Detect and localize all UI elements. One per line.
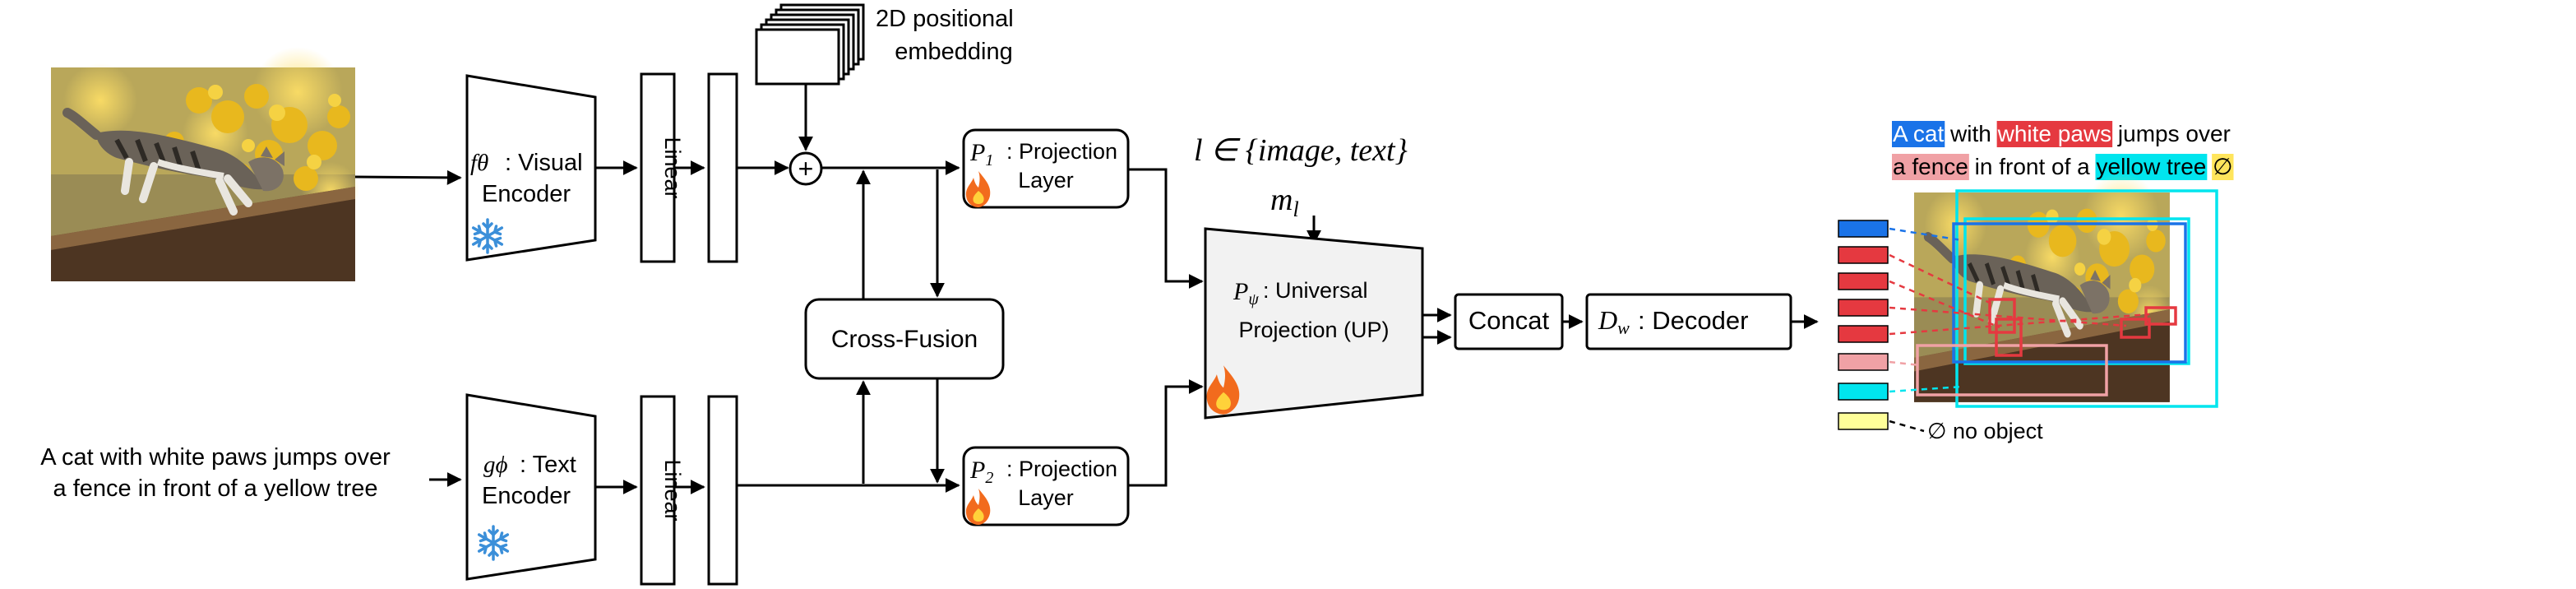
projection-layer-1: P1 : Projection Layer bbox=[962, 128, 1130, 209]
concat-label: Concat bbox=[1468, 306, 1550, 335]
positional-embedding-label1: 2D positional bbox=[876, 6, 1014, 32]
decoder-label: : Decoder bbox=[1638, 306, 1748, 335]
input-text-line1: A cat with white paws jumps over bbox=[40, 444, 391, 471]
slot-leader-line bbox=[1889, 227, 1963, 242]
slot-leader-line bbox=[1889, 385, 1963, 393]
visual-encoder: fθ : Visual Encoder bbox=[465, 74, 597, 262]
positional-embedding-label2: embedding bbox=[895, 39, 1013, 65]
caption-line-1: A cat with white paws jumps over bbox=[1892, 121, 2231, 147]
add-operator: + bbox=[789, 151, 823, 186]
caption-segment bbox=[2206, 154, 2213, 179]
projection-layer-2: P2 : Projection Layer bbox=[962, 446, 1130, 526]
query-slot bbox=[1838, 353, 1889, 371]
no-object-label: ∅ no object bbox=[1927, 419, 2043, 443]
positional-embedding-stack bbox=[755, 3, 865, 86]
p1-label2: Layer bbox=[1018, 168, 1074, 192]
query-slot bbox=[1838, 412, 1889, 430]
cross-fusion-label: Cross-Fusion bbox=[831, 326, 978, 353]
visual-encoder-label: : Visual bbox=[505, 150, 583, 176]
linear-label: Linear bbox=[660, 459, 685, 521]
visual-features bbox=[707, 72, 738, 263]
query-slot bbox=[1838, 325, 1889, 343]
text-encoder-symbol: gϕ bbox=[483, 452, 508, 478]
up-label1: : Universal bbox=[1263, 278, 1368, 303]
caption-highlight bbox=[2212, 154, 2234, 180]
plus-symbol: + bbox=[798, 154, 814, 183]
caption-segment: with bbox=[1944, 121, 1997, 146]
box-paw-2 bbox=[1995, 318, 2023, 357]
input-text-line2: a fence in front of a yellow tree bbox=[53, 475, 378, 502]
caption-segment: jumps over bbox=[2111, 121, 2231, 146]
slot-leader-line bbox=[1889, 306, 2127, 327]
caption-highlight bbox=[1892, 154, 1969, 180]
box-paw-4 bbox=[2144, 306, 2177, 326]
query-slot bbox=[1838, 299, 1889, 317]
caption-segment: a fence bbox=[1893, 154, 1968, 179]
slot-leader-line bbox=[1889, 280, 2000, 329]
box-cat bbox=[1952, 222, 2187, 364]
concat-block: Concat bbox=[1454, 293, 1564, 350]
query-slot bbox=[1838, 246, 1889, 264]
caption-segment: A cat bbox=[1893, 121, 1944, 146]
decoder-symbol: Dw bbox=[1598, 305, 1630, 338]
up-label2: Projection (UP) bbox=[1238, 318, 1389, 342]
caption-segment: white paws bbox=[1997, 121, 2112, 146]
query-slot bbox=[1838, 220, 1889, 238]
p1-label1: : Projection bbox=[1006, 139, 1117, 164]
prediction-boxes bbox=[1916, 189, 2218, 408]
modality-formula: l ∈ {image, text} bbox=[1194, 133, 1408, 168]
text-features bbox=[707, 395, 738, 586]
query-slot bbox=[1838, 272, 1889, 290]
box-yellow-tree bbox=[1955, 189, 2218, 408]
box-fence bbox=[1916, 344, 2108, 397]
slot-leader-line bbox=[1889, 313, 2150, 336]
p1-symbol: P1 bbox=[969, 139, 993, 169]
caption-line-2: a fence in front of a yellow tree ∅ bbox=[1892, 154, 2234, 180]
cross-fusion-block: Cross-Fusion bbox=[804, 298, 1005, 380]
slot-leader-line bbox=[1889, 253, 1994, 306]
input-image bbox=[51, 47, 359, 281]
text-encoder-label2: Encoder bbox=[482, 483, 571, 509]
box-yellow-tree-2 bbox=[1963, 217, 2190, 365]
query-slot bbox=[1838, 383, 1889, 401]
text-encoder-label: : Text bbox=[520, 452, 576, 478]
universal-projection: Pψ : Universal Projection (UP) bbox=[1204, 227, 1424, 420]
caption-segment: ∅ bbox=[2213, 154, 2232, 179]
modality-m: ml bbox=[1270, 183, 1299, 221]
caption-segment: in front of a bbox=[1968, 154, 2097, 179]
linear-layer-text: Linear bbox=[640, 395, 685, 586]
box-paw-3 bbox=[2120, 318, 2151, 339]
caption-highlight bbox=[1996, 121, 2113, 147]
p2-label2: Layer bbox=[1018, 485, 1074, 510]
decoder-block: Dw : Decoder bbox=[1585, 293, 1792, 350]
slot-leader-line bbox=[1889, 360, 1922, 367]
visual-encoder-label2: Encoder bbox=[482, 181, 571, 207]
slot-leader-line bbox=[1889, 420, 1925, 433]
p2-label1: : Projection bbox=[1006, 457, 1117, 481]
visual-encoder-symbol: fθ bbox=[470, 150, 488, 176]
p2-symbol: P2 bbox=[969, 457, 993, 487]
query-slots bbox=[1838, 220, 2150, 433]
text-encoder: gϕ : Text Encoder bbox=[465, 393, 597, 581]
caption-highlight bbox=[1892, 121, 1945, 147]
up-symbol: Pψ bbox=[1233, 278, 1259, 308]
